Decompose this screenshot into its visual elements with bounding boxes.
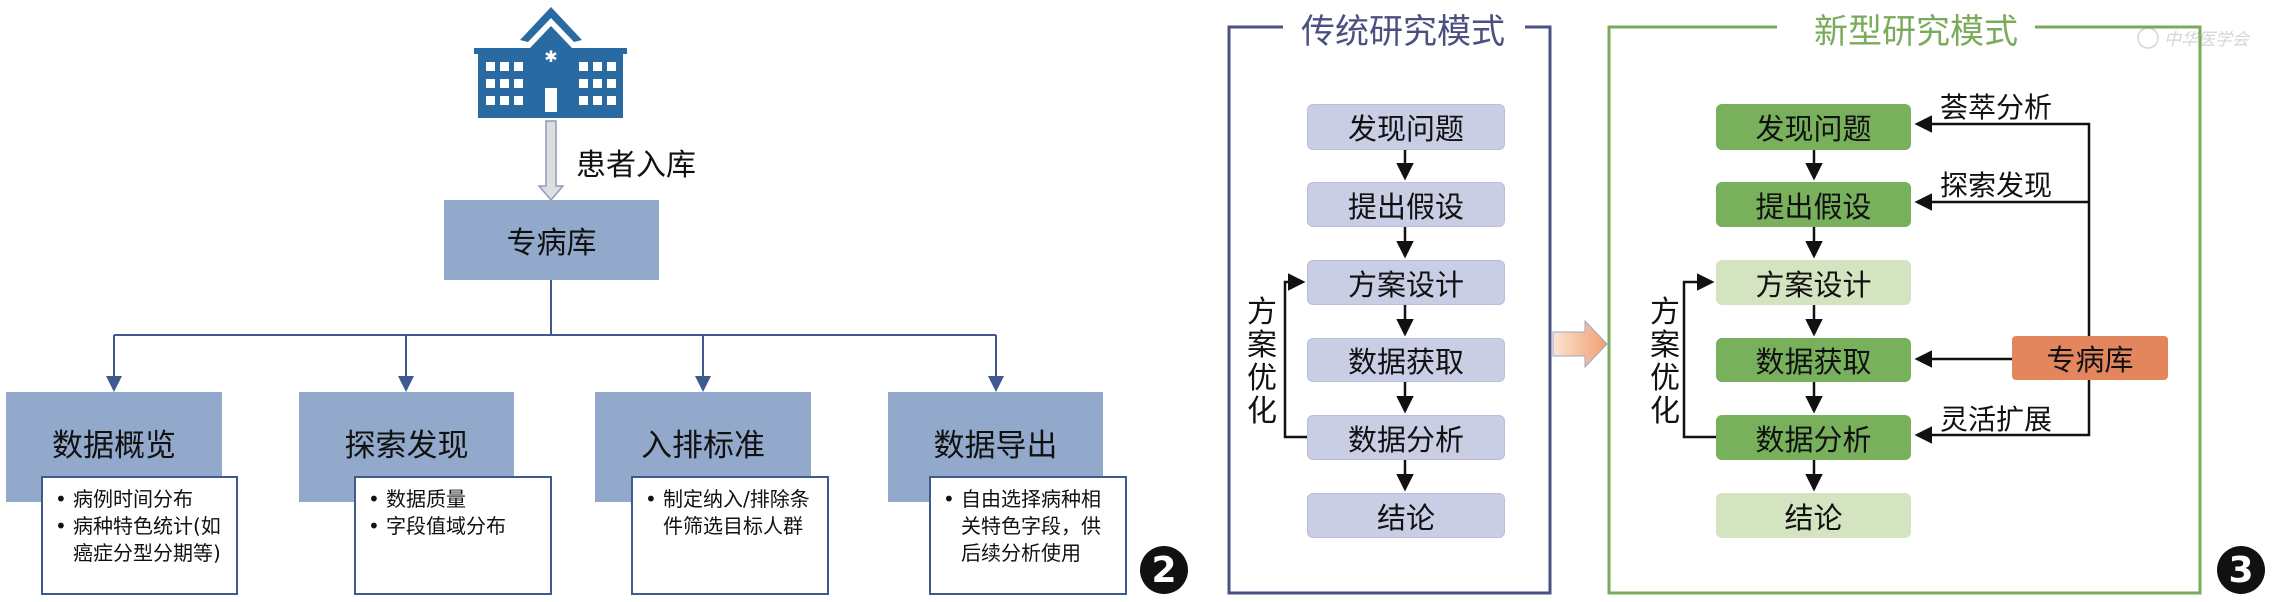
new-step: 数据分析 <box>1716 415 1911 460</box>
svg-text:✱: ✱ <box>544 47 557 66</box>
detail-criteria: 制定纳入/排除条件筛选目标人群 <box>631 476 829 595</box>
trad-step: 结论 <box>1307 493 1505 538</box>
list-item: 自由选择病种相关特色字段，供后续分析使用 <box>943 486 1115 567</box>
new-frame <box>1607 25 2202 595</box>
category-title: 数据概览 <box>52 428 176 464</box>
new-step: 提出假设 <box>1716 182 1911 227</box>
traditional-frame <box>1227 25 1552 595</box>
new-step: 结论 <box>1716 493 1911 538</box>
traditional-title: 传统研究模式 <box>1289 4 1517 53</box>
intake-label: 患者入库 <box>576 148 696 183</box>
svg-text:中华医学会: 中华医学会 <box>2164 30 2251 50</box>
category-title: 探索发现 <box>344 428 469 464</box>
panel-badge-2: 2 <box>1140 546 1188 594</box>
transition-arrow-icon <box>1552 319 1608 369</box>
new-database-box: 专病库 <box>2012 336 2168 380</box>
intake-arrow <box>537 120 565 202</box>
database-box: 专病库 <box>444 200 659 280</box>
hospital-icon: ✱ <box>474 7 627 118</box>
list-item: 字段值域分布 <box>368 513 540 540</box>
detail-overview: 病例时间分布 病种特色统计(如癌症分型分期等) <box>41 476 238 595</box>
trad-loop-label: 方案优化 <box>1247 295 1277 429</box>
list-item: 病例时间分布 <box>55 486 226 513</box>
category-title: 入排标准 <box>641 428 765 464</box>
new-step: 方案设计 <box>1716 260 1911 305</box>
trad-step: 数据获取 <box>1307 338 1505 382</box>
trad-step: 发现问题 <box>1307 104 1505 150</box>
detail-explore: 数据质量 字段值域分布 <box>354 476 552 595</box>
category-title: 数据导出 <box>933 428 1058 464</box>
trad-step: 数据分析 <box>1307 415 1505 460</box>
watermark-logo: 中华医学会 <box>2137 27 2251 50</box>
list-item: 数据质量 <box>368 486 540 513</box>
new-step: 发现问题 <box>1716 104 1911 150</box>
trad-step: 方案设计 <box>1307 260 1505 305</box>
list-item: 病种特色统计(如癌症分型分期等) <box>55 513 226 567</box>
link-label: 探索发现 <box>1940 169 2053 202</box>
new-step: 数据获取 <box>1716 338 1911 382</box>
panel-badge-3: 3 <box>2217 546 2265 594</box>
trad-step: 提出假设 <box>1307 182 1505 227</box>
link-label: 灵活扩展 <box>1940 403 2053 436</box>
list-item: 制定纳入/排除条件筛选目标人群 <box>645 486 817 540</box>
link-label: 荟萃分析 <box>1940 91 2053 124</box>
new-title: 新型研究模式 <box>1802 4 2030 53</box>
new-loop-label: 方案优化 <box>1650 295 1680 429</box>
detail-export: 自由选择病种相关特色字段，供后续分析使用 <box>929 476 1127 595</box>
